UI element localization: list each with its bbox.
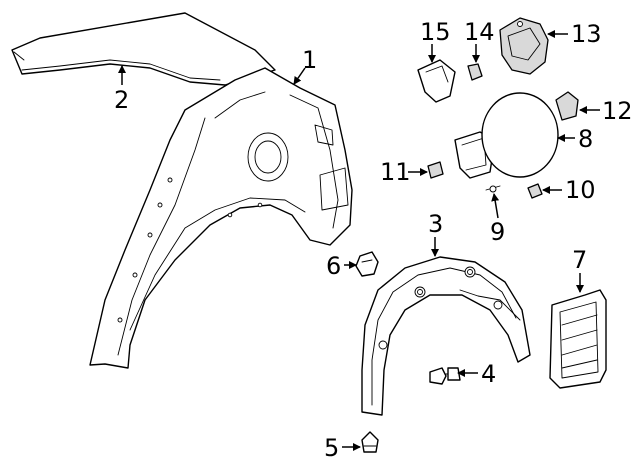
callout-4: 4 bbox=[481, 360, 496, 388]
callout-12: 12 bbox=[602, 97, 633, 125]
callout-13: 13 bbox=[571, 20, 602, 48]
seal-part bbox=[555, 91, 579, 121]
leader-lines bbox=[118, 30, 600, 451]
screw-clip-part bbox=[361, 431, 379, 453]
roof-panel-part bbox=[11, 12, 276, 86]
fuel-lock-actuator-part bbox=[499, 17, 549, 75]
nut-clip-part bbox=[527, 183, 543, 199]
bracket-part bbox=[417, 59, 456, 103]
retainer-clip-part bbox=[427, 161, 444, 179]
callout-9: 9 bbox=[490, 218, 505, 246]
callout-15: 15 bbox=[420, 18, 451, 46]
callout-11: 11 bbox=[380, 158, 411, 186]
quarter-panel-part bbox=[89, 67, 353, 369]
callout-7: 7 bbox=[572, 246, 587, 274]
bushing-part bbox=[467, 63, 483, 81]
fuel-door-part bbox=[454, 92, 559, 179]
leader-1 bbox=[293, 67, 306, 85]
callout-5: 5 bbox=[324, 434, 339, 462]
push-clip-part bbox=[429, 367, 461, 385]
leader-9 bbox=[491, 193, 500, 219]
wheelhouse-liner-part bbox=[361, 256, 531, 416]
callout-8: 8 bbox=[578, 125, 593, 153]
pin-part bbox=[485, 185, 501, 193]
callout-3: 3 bbox=[428, 210, 443, 238]
callout-14: 14 bbox=[464, 18, 495, 46]
callout-6: 6 bbox=[326, 252, 341, 280]
callout-labels: 1 2 3 4 5 6 7 8 9 10 11 12 13 14 15 bbox=[114, 18, 633, 462]
grommet-part bbox=[355, 251, 379, 277]
callout-1: 1 bbox=[302, 46, 317, 74]
callout-2: 2 bbox=[114, 86, 129, 114]
splash-shield-part bbox=[549, 289, 607, 389]
callout-10: 10 bbox=[565, 176, 596, 204]
